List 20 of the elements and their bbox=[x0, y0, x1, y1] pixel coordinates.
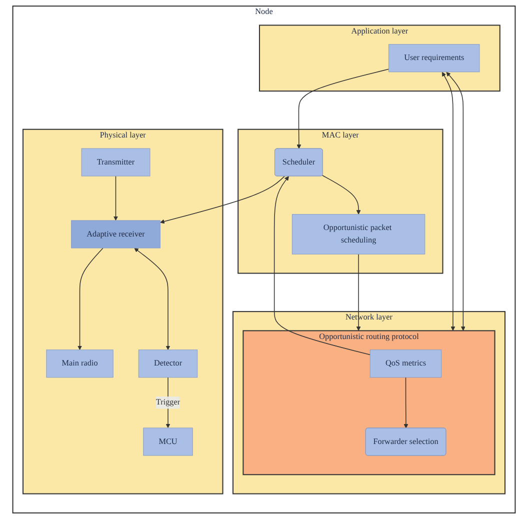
arrow bbox=[78, 248, 104, 350]
arrow bbox=[160, 176, 285, 224]
arrow bbox=[274, 176, 371, 356]
arrow bbox=[442, 72, 456, 331]
node-box: Adaptive receiver bbox=[71, 220, 160, 248]
arrow bbox=[296, 68, 390, 149]
node-box: QoS metrics bbox=[370, 350, 442, 378]
node-box: MCU bbox=[143, 428, 193, 456]
node-box: User requirements bbox=[388, 44, 480, 72]
arrow bbox=[446, 72, 466, 331]
arrow bbox=[134, 248, 170, 350]
node-box: Detector bbox=[138, 350, 198, 378]
arrow bbox=[404, 377, 408, 428]
arrow bbox=[322, 175, 361, 215]
node-box: Transmitter bbox=[81, 148, 150, 176]
arrow bbox=[356, 254, 361, 331]
node-box: Opportunistic packet scheduling bbox=[292, 214, 426, 254]
node-box: Main radio bbox=[46, 350, 114, 378]
edge-label: Trigger bbox=[156, 398, 180, 407]
arrow bbox=[114, 176, 118, 221]
